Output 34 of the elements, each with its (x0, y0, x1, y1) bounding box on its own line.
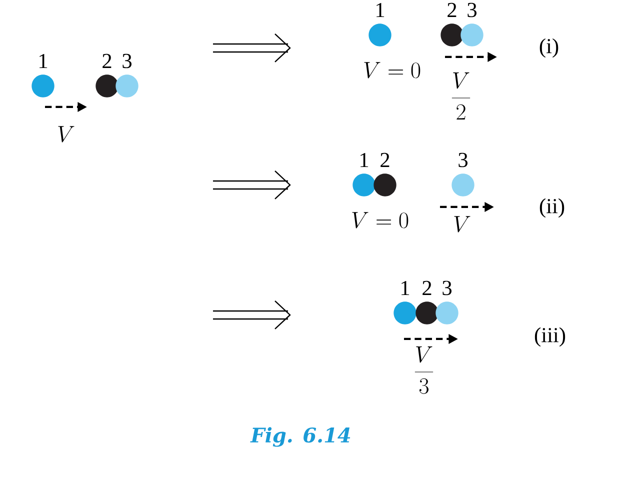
ball-number: 1 (376, 2, 384, 18)
caption: Fig. 6.14 (250, 427, 350, 447)
ball-number: 2 (102, 54, 112, 68)
ball (32, 74, 54, 98)
ball-number: 1 (360, 152, 368, 168)
ball (440, 24, 464, 46)
ball (96, 74, 118, 98)
velocity-label: $V$ (58, 126, 74, 142)
ball (416, 302, 438, 324)
ball (116, 74, 138, 98)
case-label: (iii) (534, 327, 566, 347)
ball (374, 174, 396, 196)
ball (460, 24, 484, 46)
ball-number: 3 (458, 152, 468, 168)
ball (436, 302, 458, 324)
ball-number: 3 (122, 54, 132, 68)
ball-number: 2 (448, 2, 456, 18)
case-label: (ii) (540, 198, 564, 218)
ball (352, 174, 376, 196)
velocity-label: $V= 0$ (352, 212, 408, 228)
velocity-label: $\frac{V}{2}$ (452, 72, 470, 120)
ball-number: 3 (442, 280, 452, 296)
ball (368, 24, 392, 46)
ball (394, 302, 416, 324)
ball (452, 174, 474, 196)
ball-number: 3 (468, 2, 476, 18)
velocity-label: $V= 0$ (364, 62, 420, 78)
case-label: (i) (540, 38, 558, 58)
ball-number: 2 (422, 280, 432, 296)
ball-number: 1 (40, 54, 48, 68)
ball-number: 1 (402, 280, 410, 296)
velocity-label: $\frac{V}{3}$ (414, 346, 434, 394)
velocity-label: $V$ (454, 216, 470, 232)
ball-number: 2 (380, 152, 390, 168)
